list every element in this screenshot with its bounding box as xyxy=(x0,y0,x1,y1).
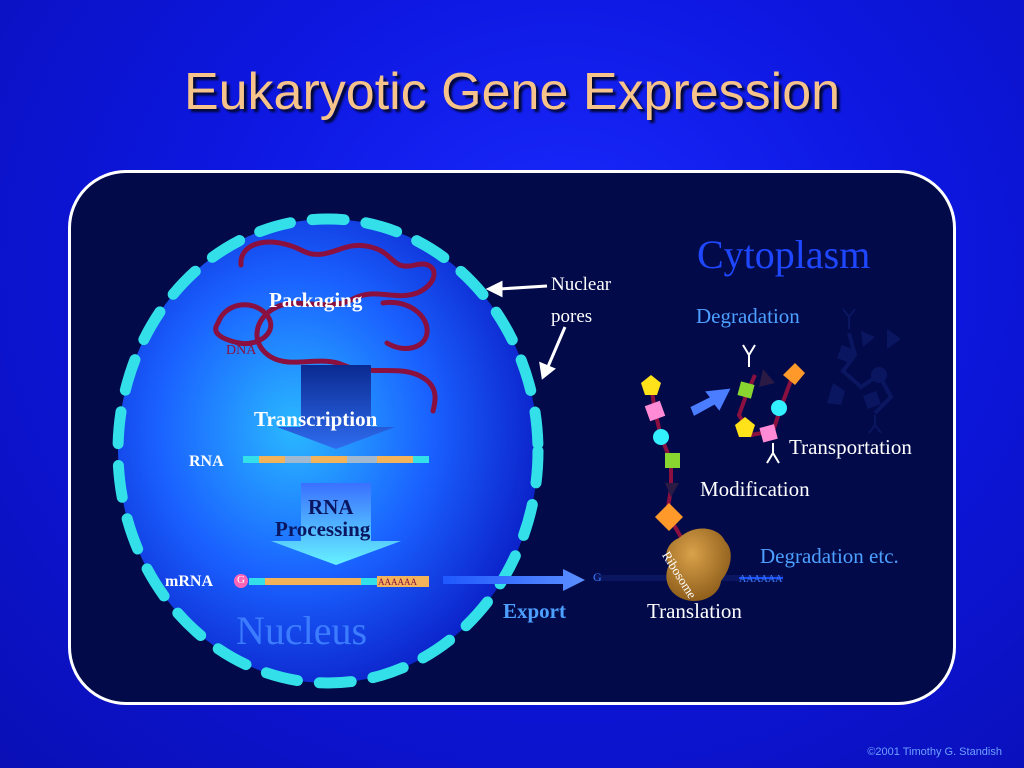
translation-label: Translation xyxy=(647,599,742,623)
modification-label: Modification xyxy=(700,477,810,501)
dna-label: DNA xyxy=(226,343,257,358)
degradation-etc-label: Degradation etc. xyxy=(760,544,899,568)
transcription-label: Transcription xyxy=(254,407,378,431)
square-pink-1 xyxy=(644,400,666,422)
transcription-arrow xyxy=(277,365,395,449)
nucleus-label: Nucleus xyxy=(236,608,368,653)
transportation-label: Transportation xyxy=(789,435,912,459)
diamond-orange-2 xyxy=(783,363,805,385)
square-green-1 xyxy=(665,453,680,468)
sugar-branch-1 xyxy=(742,344,780,464)
transport-arrow xyxy=(690,388,731,416)
rna-label: RNA xyxy=(189,453,224,470)
export-arrow xyxy=(443,569,585,591)
cytoplasm-label: Cytoplasm xyxy=(697,232,871,277)
cytoplasm-cap-label: G xyxy=(593,570,602,584)
rna-processing-arrow xyxy=(271,483,401,565)
triangle-dark-1 xyxy=(759,369,775,387)
rna-processing-label-line2: Processing xyxy=(275,517,371,541)
packaging-label: Packaging xyxy=(269,288,363,312)
rna-processing-label-line1: RNA xyxy=(308,495,354,519)
circle-cyan-1 xyxy=(653,429,669,445)
nuclear-pores-arrows xyxy=(485,280,567,380)
pentagon-yellow-2 xyxy=(735,417,755,437)
export-label: Export xyxy=(503,599,566,623)
degraded-fragments xyxy=(827,308,901,434)
cytoplasm-poly-a-label: AAAAAA xyxy=(739,574,783,585)
cell-diagram-graphics xyxy=(112,213,901,689)
circle-cyan-2 xyxy=(771,400,787,416)
square-green-2 xyxy=(737,381,755,399)
cell-diagram-panel: Cytoplasm Nucleus Packaging DNA Transcri… xyxy=(68,170,956,705)
mrna-label: mRNA xyxy=(165,573,213,590)
mrna-cap-label: G xyxy=(237,574,245,586)
mrna-cap xyxy=(234,574,248,588)
pentagon-yellow-1 xyxy=(641,375,661,395)
degradation-label: Degradation xyxy=(696,304,800,328)
mrna-poly-a-box xyxy=(377,576,429,587)
slide-title: Eukaryotic Gene Expression xyxy=(183,63,841,121)
nuclear-envelope xyxy=(112,213,544,689)
diamond-orange-1 xyxy=(655,503,683,531)
square-pink-2 xyxy=(759,424,778,443)
polypeptide-arrowhead xyxy=(665,483,679,497)
ribosome xyxy=(666,528,731,601)
nuclear-pores-label-line2: pores xyxy=(551,306,593,327)
nuclear-pores-label-line1: Nuclear xyxy=(551,274,612,295)
mrna-poly-a-label: AAAAAA xyxy=(378,577,417,587)
footer-credit: ©2001 Timothy G. Standish xyxy=(867,746,1002,758)
